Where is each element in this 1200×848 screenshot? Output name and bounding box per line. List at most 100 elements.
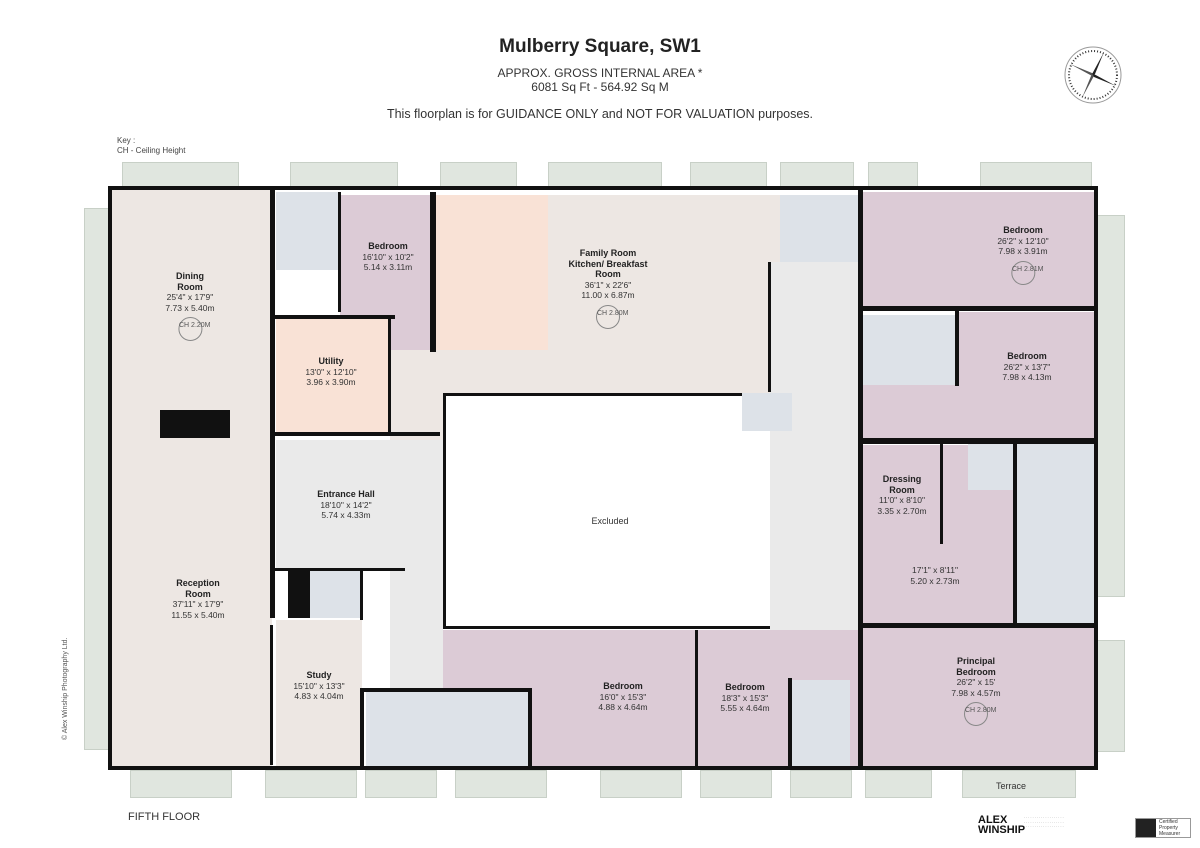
terrace-label: Terrace [995,781,1027,791]
room-dimensions-metric: 7.98 x 4.57m [951,687,1001,698]
ceiling-height-badge: CH 2.80M [964,702,997,726]
bathroom [276,192,340,270]
room-name: Bedroom [1003,225,1043,235]
balcony [1095,640,1125,752]
room-label-entrance-hall: Entrance Hall 18'10" x 14'2" 5.74 x 4.33… [317,489,375,521]
room-label-dressing-area: 17'1" x 8'11" 5.20 x 2.73m [910,565,959,586]
entrance-hall-area [276,440,443,570]
room-dimensions-metric: 11.00 x 6.87m [581,290,635,300]
room-dimensions-metric: 7.98 x 4.13m [1002,372,1052,382]
room-dimensions-imperial: 26'2" x 13'7" [1003,361,1051,372]
room-label-study: Study 15'10" x 13'3" 4.83 x 4.04m [293,670,344,702]
bedroom-area [530,690,697,768]
room-dimensions-metric: 11.55 x 5.40m [171,609,225,620]
room-label-family-room: Family Room Kitchen/ Breakfast Room 36'1… [568,248,648,329]
room-label-bedroom: Bedroom 26'2" x 12'10" 7.98 x 3.91m CH 2… [997,225,1049,285]
room-dimensions-metric: 7.98 x 3.91m [998,246,1048,256]
bathroom [366,692,530,768]
room-label-bedroom: Bedroom 16'0" x 15'3" 4.88 x 4.64m [598,681,647,713]
balcony [548,162,662,190]
room-name: Bedroom [1007,351,1047,361]
key-legend: Key : CH - Ceiling Height [117,136,185,156]
room-name: Bedroom [368,241,408,251]
balcony [700,770,772,798]
balcony [865,770,932,798]
balcony [440,162,517,190]
balcony [130,770,232,798]
balcony [365,770,437,798]
room-dimensions-imperial: 15'10" x 13'3" [293,680,345,691]
room-label-bedroom: Bedroom 16'10" x 10'2" 5.14 x 3.11m [362,241,413,273]
ensuite-bathroom [1015,440,1095,625]
rics-text: Certified Property Measurer [1159,819,1181,837]
room-label-reception: Reception Room 37'11" x 17'9" 11.55 x 5.… [171,578,224,620]
bedroom-area [862,385,955,440]
floor-label: FIFTH FLOOR [128,811,201,823]
room-name: Reception Room [176,578,220,599]
room-label-principal-bedroom: Principal Bedroom 26'2" x 15' 7.98 x 4.5… [951,656,1001,726]
room-label-utility: Utility 13'0" x 12'10" 3.96 x 3.90m [305,356,356,388]
dining-reception-area [110,188,272,768]
balcony [1095,215,1125,597]
ceiling-height-badge: CH 2.81M [1010,260,1044,285]
balcony [790,770,852,798]
area-label: APPROX. GROSS INTERNAL AREA * [497,66,703,80]
room-label-bedroom: Bedroom 26'2" x 13'7" 7.98 x 4.13m [1002,351,1051,383]
key-ch: CH - Ceiling Height [117,146,186,155]
room-name: Dining Room [175,271,204,292]
balcony [455,770,547,798]
room-dimensions-metric: 5.14 x 3.11m [363,262,413,272]
balcony [84,208,112,750]
ceiling-height-badge: CH 2.20M [177,317,211,341]
room-dimensions-metric: 3.96 x 3.90m [306,377,356,387]
wc [310,570,362,618]
room-dimensions-metric: 7.73 x 5.40m [165,302,215,313]
guidance-note: This floorplan is for GUIDANCE ONLY and … [386,107,814,121]
room-name: Utility [318,356,344,366]
room-dimensions-metric: 3.35 x 2.70m [877,505,927,516]
balcony [265,770,357,798]
study-area [276,620,362,768]
room-dimensions-metric: 5.74 x 4.33m [321,510,371,520]
terrace-area [962,770,1076,798]
corridor [390,570,443,690]
alex-winship-logo: ALEX WINSHIP [978,815,1025,836]
wc [968,440,1015,490]
balcony [868,162,918,190]
room-dimensions-metric: 4.88 x 4.64m [598,702,648,712]
room-name: Principal Bedroom [956,656,996,677]
room-dimensions-imperial: 11'0" x 8'10" [878,495,925,505]
page-title: Mulberry Square, SW1 [499,36,701,57]
shower-room [790,680,850,768]
area-value: 6081 Sq Ft - 564.92 Sq M [531,80,669,94]
room-dimensions-imperial: 16'10" x 10'2" [362,251,414,262]
excluded-area [443,393,780,629]
kitchen-area [432,195,548,350]
wc [742,393,792,431]
room-label-dining: Dining Room 25'4" x 17'9" 7.73 x 5.40m C… [165,271,215,341]
room-name: Study [306,670,332,680]
room-name: Bedroom [725,682,765,692]
room-dimensions-imperial: 18'10" x 14'2" [320,499,372,510]
room-dimensions-imperial: 18'3" x 15'3" [721,692,769,703]
room-dimensions-imperial: 36'1" x 22'6" [584,279,632,290]
room-dimensions-metric: 5.20 x 2.73m [910,575,960,586]
room-name: Family Room Kitchen/ Breakfast Room [568,248,648,279]
room-dimensions-imperial: 37'11" x 17'9" [172,599,224,609]
room-name: Bedroom [603,681,643,691]
principal-bedroom-area [862,628,1095,768]
copyright: © Alex Winship Photography Ltd. [62,637,69,740]
room-dimensions-imperial: 25'4" x 17'9" [166,292,214,302]
room-label-dressing-room: Dressing Room 11'0" x 8'10" 3.35 x 2.70m [877,474,926,516]
room-dimensions-metric: 5.55 x 4.64m [720,703,770,713]
room-label-bedroom: Bedroom 18'3" x 15'3" 5.55 x 4.64m [720,682,769,714]
corridor [770,262,860,630]
utility-area [276,318,390,432]
measurement-disclaimer: · · · · · · · · · · · · · · · · · · ·· ·… [1024,816,1064,829]
room-dimensions-imperial: 16'0" x 15'3" [599,691,647,702]
room-dimensions-imperial: 17'1" x 8'11" [911,565,958,575]
area-summary: APPROX. GROSS INTERNAL AREA * 6081 Sq Ft… [0,66,1200,94]
room-dimensions-imperial: 13'0" x 12'10" [305,366,357,377]
room-dimensions-imperial: 26'2" x 12'10" [997,235,1049,246]
